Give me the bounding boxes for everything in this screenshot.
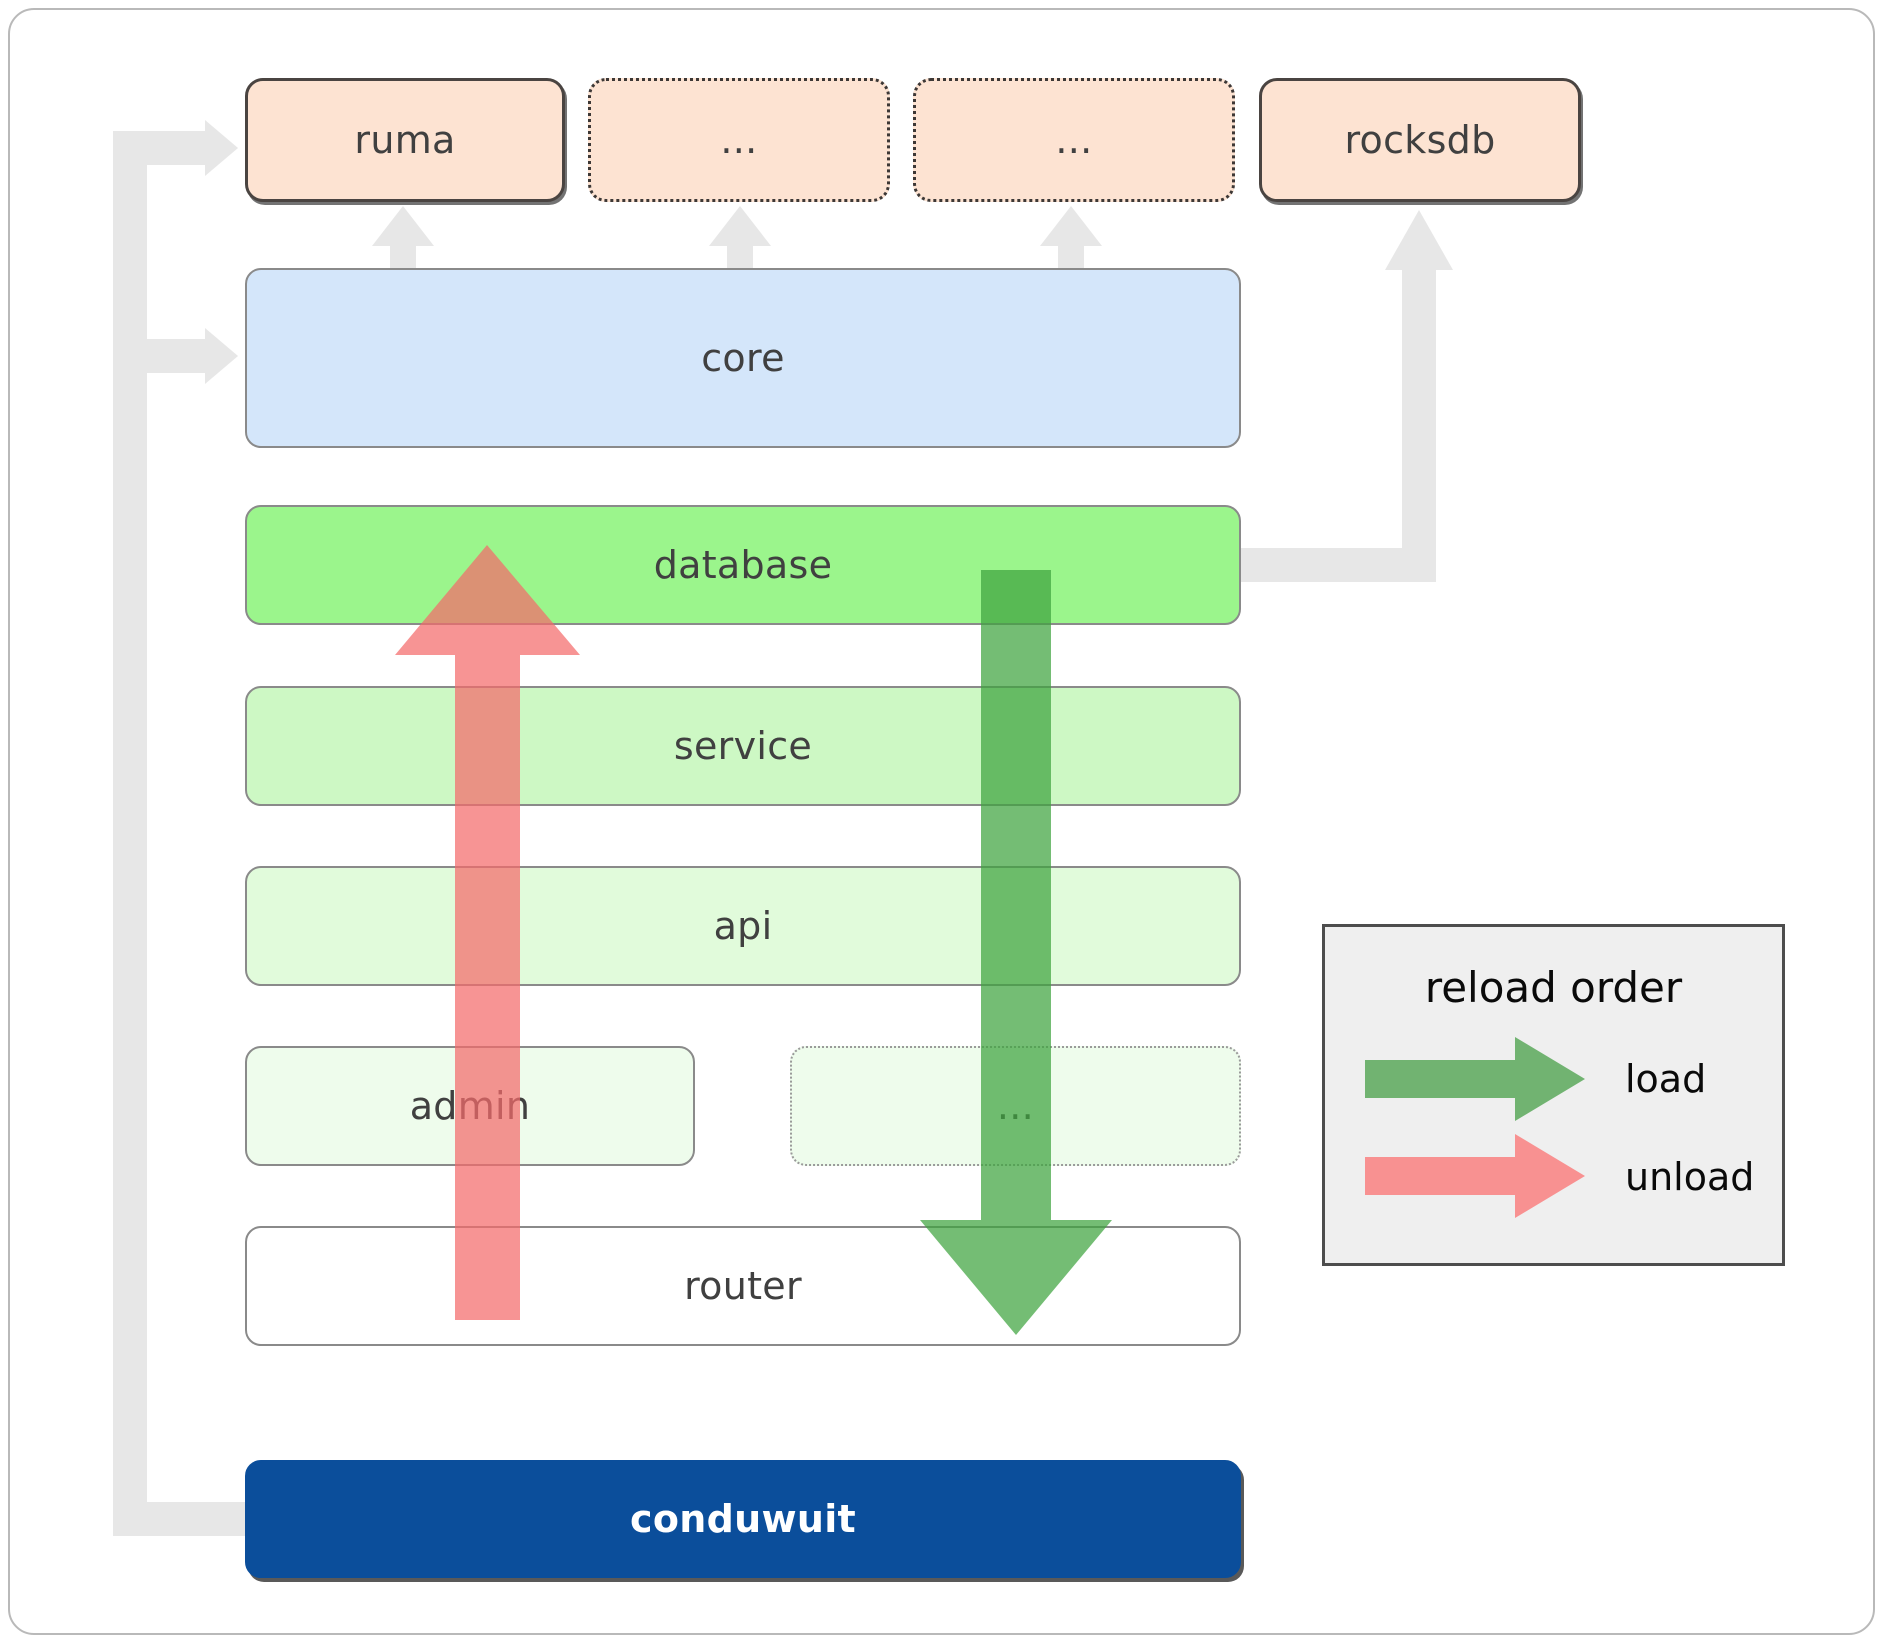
core-label: core <box>701 336 785 380</box>
dependency-node-ruma[interactable]: ruma <box>245 78 565 202</box>
layer-label-service: service <box>673 724 813 768</box>
dependency-label-placeholder-1: ... <box>720 118 758 162</box>
layer-node-service[interactable]: service <box>245 686 1241 806</box>
layer-node-api[interactable]: api <box>245 866 1241 986</box>
layer-label-database: database <box>653 543 833 587</box>
layer-node-placeholder[interactable]: ... <box>790 1046 1241 1166</box>
legend-unload-swatch <box>1365 1134 1585 1218</box>
legend-load-swatch <box>1365 1037 1585 1121</box>
layer-label-admin: admin <box>409 1084 531 1128</box>
layer-node-database[interactable]: database <box>245 505 1241 625</box>
dependency-label-ruma: ruma <box>354 118 456 162</box>
layer-label-router: router <box>684 1264 802 1308</box>
root-node-conduwuit[interactable]: conduwuit <box>245 1460 1241 1578</box>
legend-title: reload order <box>1424 963 1683 1012</box>
layer-label-placeholder: ... <box>996 1084 1035 1128</box>
diagram-frame <box>8 8 1875 1635</box>
dependency-label-rocksdb: rocksdb <box>1344 118 1496 162</box>
dependency-node-rocksdb[interactable]: rocksdb <box>1259 78 1581 202</box>
root-label-conduwuit: conduwuit <box>630 1497 856 1541</box>
legend-label-unload: unload <box>1625 1155 1755 1199</box>
layer-node-router[interactable]: router <box>245 1226 1241 1346</box>
legend-arrow-swatches <box>1365 1037 1585 1218</box>
layer-label-api: api <box>713 904 773 948</box>
legend-panel: reload order load unload <box>1322 924 1785 1266</box>
legend-label-load: load <box>1625 1057 1707 1101</box>
dependency-node-placeholder-1[interactable]: ... <box>588 78 890 202</box>
dependency-label-placeholder-2: ... <box>1055 118 1093 162</box>
dependency-node-placeholder-2[interactable]: ... <box>913 78 1235 202</box>
layer-node-admin[interactable]: admin <box>245 1046 695 1166</box>
core-node[interactable]: core <box>245 268 1241 448</box>
